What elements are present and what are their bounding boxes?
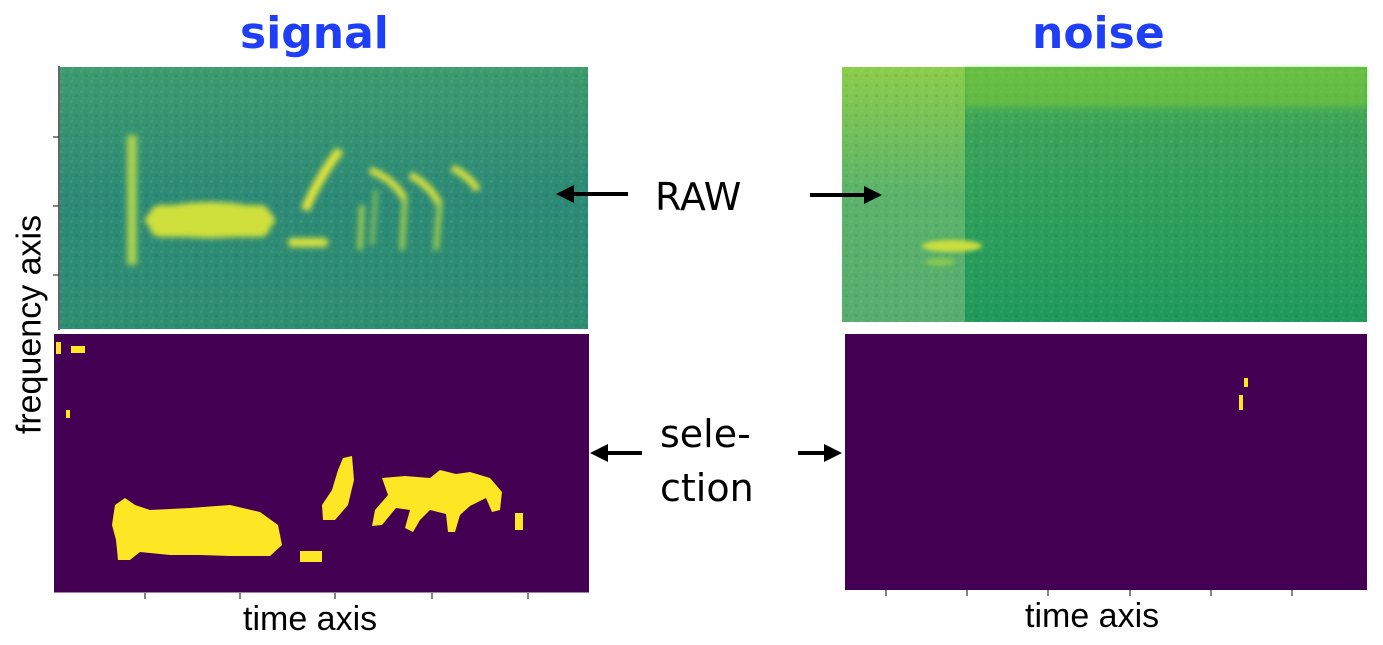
selection-label-line2: ction [660,466,754,510]
arrow-selection-to-signal [590,444,642,462]
arrow-raw-to-signal [556,185,628,203]
x-axis-label-noise: time axis [1025,597,1160,635]
arrow-raw-to-noise [810,186,882,204]
arrow-selection-to-noise [798,444,842,462]
raw-label: RAW [655,175,742,219]
x-axis-label-signal: time axis [243,600,378,638]
signal-title: signal [240,8,389,59]
selection-label-line1: sele- [660,412,751,456]
noise-title: noise [1032,8,1165,59]
signal-raw-spectrogram [60,67,588,329]
noise-raw-spectrogram [842,67,1367,322]
noise-selection-mask [845,334,1367,590]
signal-selection-mask [54,334,589,593]
